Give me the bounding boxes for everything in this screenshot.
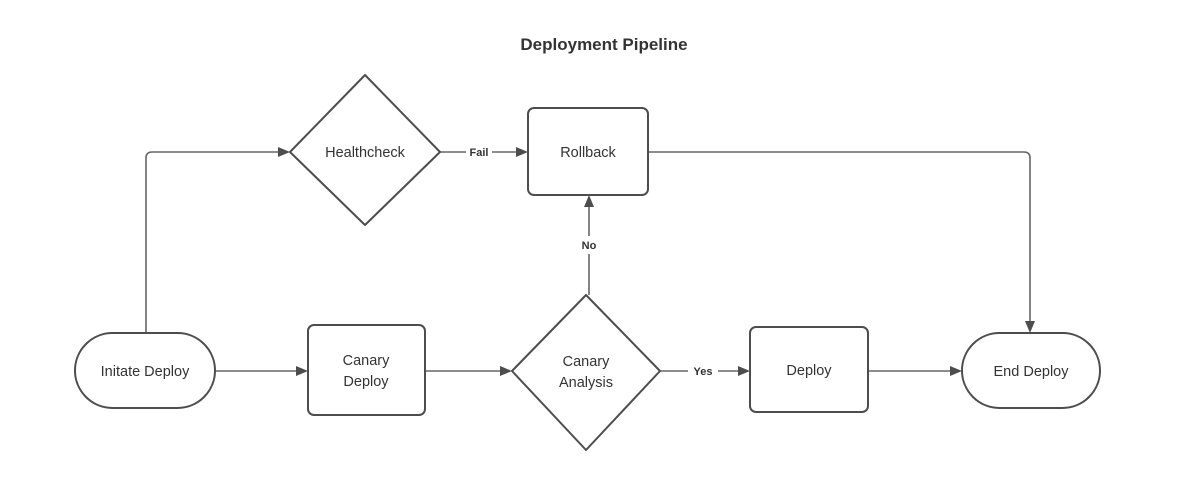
arrowhead-icon bbox=[584, 195, 594, 207]
edge-label-no: No bbox=[582, 240, 597, 252]
node-label-initate-deploy: Initate Deploy bbox=[101, 364, 190, 380]
node-label-rollback: Rollback bbox=[560, 145, 616, 161]
arrowhead-icon bbox=[516, 147, 528, 157]
edge-initate-to-canary-deploy bbox=[215, 366, 308, 376]
edge-canary-deploy-to-analysis bbox=[425, 366, 512, 376]
node-initate-deploy[interactable]: Initate Deploy bbox=[74, 332, 216, 409]
node-label-deploy: Deploy bbox=[786, 363, 832, 379]
diamond-shape bbox=[289, 74, 441, 226]
edge-initate-to-healthcheck bbox=[145, 147, 290, 333]
node-canary-deploy[interactable]: Canary Deploy bbox=[307, 324, 426, 416]
edge-analysis-to-rollback: No bbox=[576, 195, 602, 295]
node-deploy[interactable]: Deploy bbox=[749, 326, 869, 413]
rectangle-shape bbox=[307, 324, 426, 416]
edge-rollback-to-end-deploy bbox=[648, 151, 1035, 333]
edge-line bbox=[145, 151, 282, 333]
edge-label-yes: Yes bbox=[694, 366, 713, 378]
node-healthcheck[interactable]: Healthcheck bbox=[289, 74, 441, 226]
node-canary-analysis[interactable]: Canary Analysis bbox=[511, 294, 661, 451]
edge-label-backdrop bbox=[688, 361, 718, 379]
rectangle-shape bbox=[749, 326, 869, 413]
node-rollback[interactable]: Rollback bbox=[527, 107, 649, 196]
node-label-healthcheck: Healthcheck bbox=[325, 145, 406, 161]
node-label-canary-deploy-line2: Deploy bbox=[343, 374, 389, 390]
edge-label-backdrop bbox=[576, 236, 602, 254]
rectangle-shape bbox=[527, 107, 649, 196]
edge-analysis-to-deploy: Yes bbox=[660, 361, 750, 379]
page-title: Deployment Pipeline bbox=[520, 35, 687, 54]
arrowhead-icon bbox=[950, 366, 962, 376]
stadium-shape bbox=[961, 332, 1101, 409]
node-label-canary-deploy-line1: Canary bbox=[343, 353, 390, 369]
edge-label-fail: Fail bbox=[470, 147, 489, 159]
arrowhead-icon bbox=[1025, 321, 1035, 333]
edge-healthcheck-to-rollback: Fail bbox=[440, 142, 528, 160]
edge-deploy-to-end-deploy bbox=[868, 366, 962, 376]
edge-line bbox=[648, 151, 1031, 325]
stadium-shape bbox=[74, 332, 216, 409]
arrowhead-icon bbox=[738, 366, 750, 376]
edge-label-backdrop bbox=[466, 142, 492, 160]
node-end-deploy[interactable]: End Deploy bbox=[961, 332, 1101, 409]
node-label-end-deploy: End Deploy bbox=[994, 364, 1070, 380]
arrowhead-icon bbox=[278, 147, 290, 157]
node-label-canary-analysis-line1: Canary bbox=[563, 354, 610, 370]
diamond-shape bbox=[511, 294, 661, 451]
arrowhead-icon bbox=[296, 366, 308, 376]
arrowhead-icon bbox=[500, 366, 512, 376]
node-label-canary-analysis-line2: Analysis bbox=[559, 375, 613, 391]
